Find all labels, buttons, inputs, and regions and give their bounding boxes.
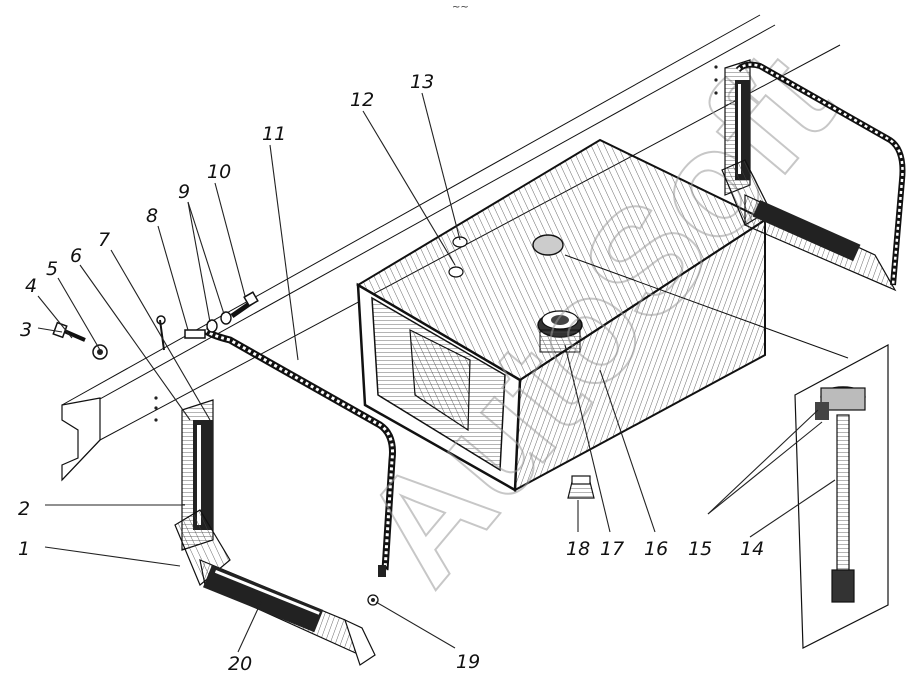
callout-14: 14 [740, 538, 764, 560]
fuel-tank [356, 138, 768, 493]
fastener-parts [52, 291, 595, 606]
right-bracket [721, 59, 906, 292]
callout-10: 10 [207, 161, 231, 183]
inset-fuel-sender [564, 254, 889, 649]
left-bracket [174, 399, 376, 666]
callout-15: 15 [688, 538, 712, 560]
top-mark: ~~ [452, 2, 469, 13]
callout-7: 7 [98, 229, 110, 251]
callout-8: 8 [146, 205, 158, 227]
callout-2: 2 [18, 498, 30, 520]
callout-16: 16 [644, 538, 668, 560]
callout-13: 13 [410, 71, 434, 93]
callout-20: 20 [228, 653, 252, 675]
callout-17: 17 [600, 538, 624, 560]
callout-19: 19 [456, 651, 480, 673]
leader-lines [37, 92, 836, 653]
callout-9: 9 [178, 181, 190, 203]
callout-12: 12 [350, 89, 374, 111]
callout-4: 4 [25, 275, 37, 297]
callout-11: 11 [262, 123, 286, 145]
callout-5: 5 [46, 258, 58, 280]
callout-6: 6 [70, 245, 82, 267]
callout-3: 3 [20, 319, 32, 341]
callout-1: 1 [18, 538, 30, 560]
callout-labels: 1 2 3 4 5 6 7 8 9 10 11 12 13 14 15 16 1… [18, 71, 764, 675]
callout-18: 18 [566, 538, 590, 560]
strap-left [202, 327, 396, 577]
